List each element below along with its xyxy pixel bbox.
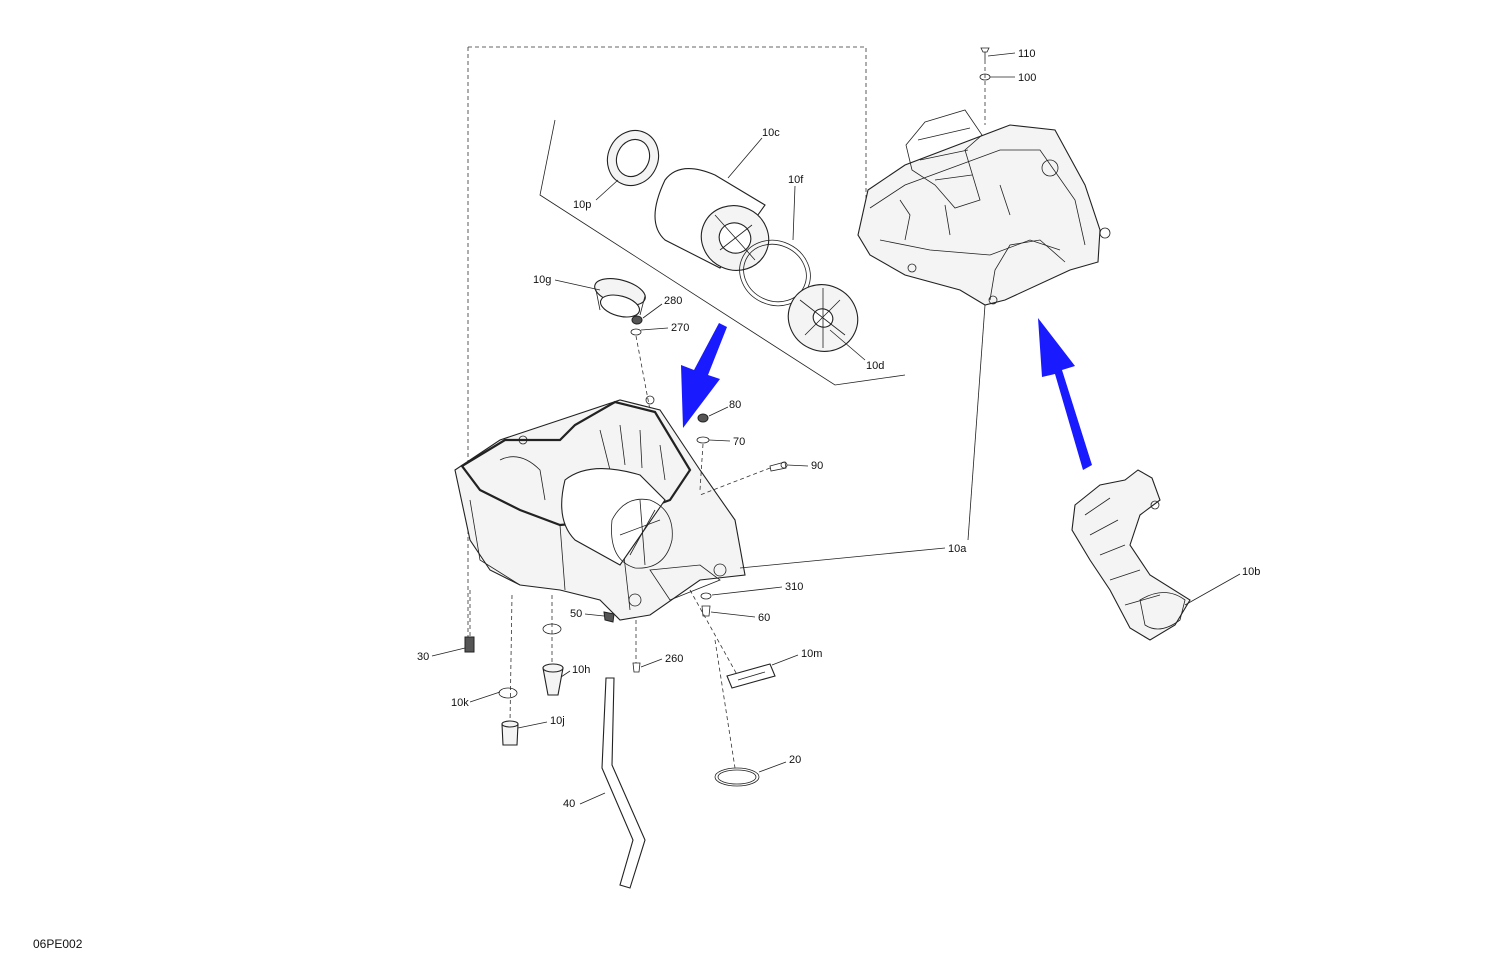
leader-lines — [431, 52, 1241, 805]
callout-10b: 10b — [1242, 566, 1260, 578]
washer-270 — [630, 328, 642, 336]
washer-310 — [700, 592, 712, 600]
clip-50 — [603, 611, 615, 623]
drain-valve-10h — [542, 663, 564, 696]
intake-duct-10b — [1071, 469, 1191, 641]
assembly-boundary-dashed — [467, 46, 867, 640]
intake-boot-10g — [594, 278, 646, 318]
callout-10p: 10p — [573, 199, 591, 211]
screw-90-axis — [699, 467, 771, 496]
callout-10d: 10d — [866, 360, 884, 372]
clamp-20 — [714, 767, 760, 787]
washer-70 — [696, 436, 710, 444]
clip-10k — [498, 687, 518, 699]
cover-duct-highlight — [905, 109, 983, 209]
airbox-cover — [857, 109, 1111, 306]
callout-10c: 10c — [762, 127, 780, 139]
screw-110 — [980, 47, 990, 60]
assembly-arrow-up — [1038, 318, 1092, 470]
callout-260: 260 — [665, 653, 683, 665]
callout-40: 40 — [563, 798, 575, 810]
air-filter-10c — [654, 168, 770, 271]
callout-10g: 10g — [533, 274, 551, 286]
clamp-20-axis — [714, 639, 736, 769]
base-fastener-axis — [699, 443, 704, 491]
callout-30: 30 — [417, 651, 429, 663]
nut-280 — [631, 315, 643, 325]
callout-280: 280 — [664, 295, 682, 307]
callout-310: 310 — [785, 581, 803, 593]
callout-10h: 10h — [572, 664, 590, 676]
callout-110: 110 — [1018, 48, 1036, 60]
callout-270: 270 — [671, 322, 689, 334]
callout-90: 90 — [811, 460, 823, 472]
callout-70: 70 — [733, 436, 745, 448]
drain-fastener-axis — [689, 589, 741, 681]
callout-10j: 10j — [550, 715, 565, 727]
nut-80 — [697, 413, 709, 423]
assembly-arrow-down — [681, 323, 727, 428]
callout-50: 50 — [570, 608, 582, 620]
callout-80: 80 — [729, 399, 741, 411]
callout-10k: 10k — [451, 697, 469, 709]
filter-cap-10d — [787, 284, 859, 352]
airbox-base — [454, 395, 746, 621]
clip-10h-upper — [542, 623, 562, 635]
label-10m — [726, 663, 776, 689]
screw-90 — [769, 461, 788, 472]
callout-100: 100 — [1018, 72, 1036, 84]
drawing-code: 06PE002 — [33, 937, 83, 951]
drain-hose-40 — [601, 677, 646, 889]
filter-subassembly-frame — [539, 119, 906, 386]
drain-cap-10j — [501, 720, 519, 746]
drain-axis-10j — [509, 594, 513, 723]
callout-20: 20 — [789, 754, 801, 766]
filter-seal-10p — [606, 129, 660, 187]
screw-260 — [632, 662, 641, 673]
clamp-30 — [464, 636, 475, 653]
boot-fastener-axis — [635, 335, 651, 411]
screw-60 — [701, 605, 711, 617]
callout-10m: 10m — [801, 648, 822, 660]
callout-60: 60 — [758, 612, 770, 624]
callout-10a: 10a — [948, 543, 967, 555]
filter-cap-highlight — [611, 498, 673, 569]
callout-10f: 10f — [788, 174, 804, 186]
